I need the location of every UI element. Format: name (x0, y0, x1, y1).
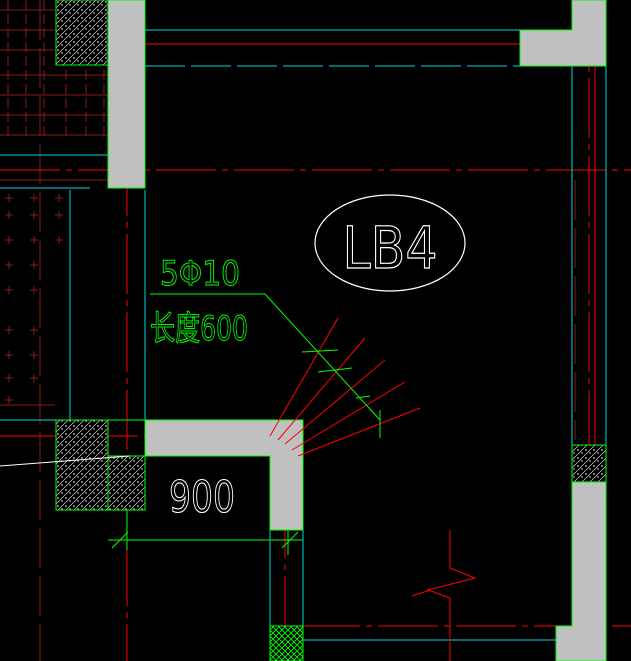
slab-tag-ellipse[interactable] (314, 194, 466, 292)
rebar-fan (269, 317, 421, 457)
rebar-leader (150, 293, 381, 438)
break-line (411, 530, 477, 661)
dimension-line (108, 510, 303, 555)
slab-tag-label[interactable]: LB4 (342, 213, 438, 282)
tile-grid-left (0, 0, 110, 140)
cyan-lines (0, 29, 607, 661)
rebar-length-label[interactable]: 长度600 (150, 309, 249, 350)
walls (107, 0, 607, 661)
dimension-label[interactable]: 900 (168, 471, 235, 523)
hatched-columns (55, 0, 607, 661)
leader-line-white (0, 455, 131, 467)
rebar-spec-label[interactable]: 5Φ10 (160, 254, 241, 295)
secondary-lines (0, 0, 576, 661)
plus-marks-left (5, 194, 63, 404)
